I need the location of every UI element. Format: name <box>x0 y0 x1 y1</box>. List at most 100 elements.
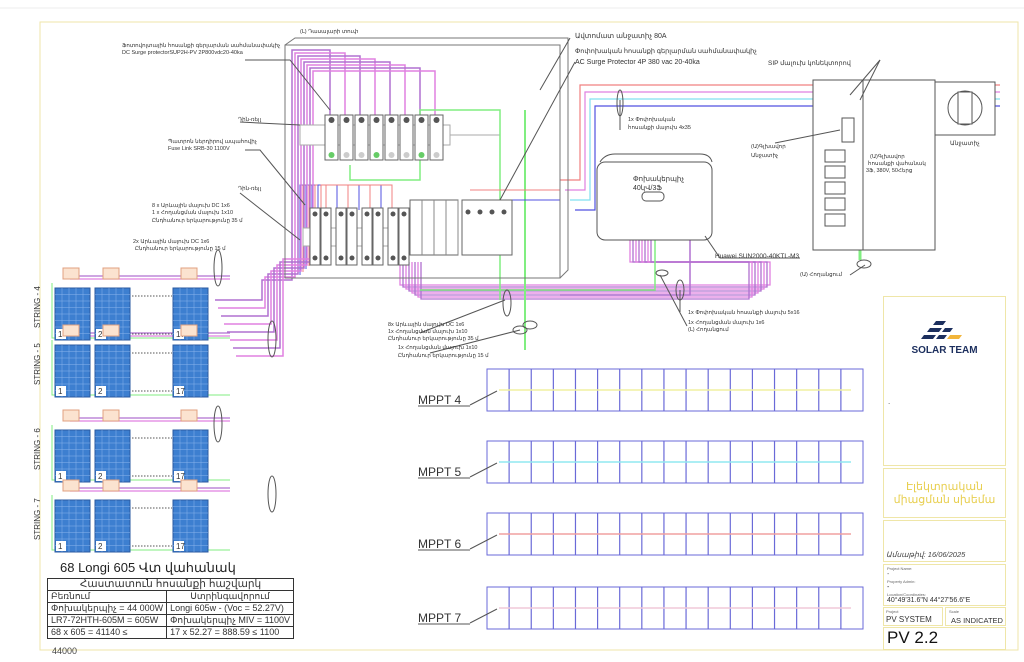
panel-number: 1 <box>58 330 63 339</box>
wire <box>218 52 346 309</box>
terminal-icon <box>364 211 370 217</box>
terminal-icon <box>349 211 355 217</box>
annotation-inverter-model: Huawei SUN2000-40KTL-M3 <box>715 253 800 260</box>
terminal-icon <box>403 152 410 158</box>
annotation-cable-c2: 1x Հողանցման մալուխ 1x10 <box>388 328 468 335</box>
dc-surge-protector <box>414 114 429 161</box>
combiner-box <box>284 37 569 279</box>
annotation-ac-spd: Փոփոխական հոսանքի գերլարման սահմանափակիչ <box>575 47 757 55</box>
wire <box>565 91 1000 191</box>
cable-bundle-marker <box>522 320 538 330</box>
wire <box>227 61 391 333</box>
leader-line <box>469 608 498 624</box>
wire <box>51 495 230 551</box>
terminal-icon <box>349 255 355 261</box>
terminal-icon <box>418 152 425 158</box>
optimizer-icon <box>102 479 120 492</box>
wire <box>417 240 753 298</box>
annotation-ac-spd-model: AC Surge Protector 4P 380 vac 20-40ka <box>575 59 700 66</box>
annotation-cable-a3: Ընդհանուր երկարությունը 35 մ <box>152 217 243 224</box>
leader-line <box>469 534 498 550</box>
inverter <box>596 153 713 241</box>
string-label: STRING - 7 <box>33 498 42 540</box>
optimizer-icon <box>180 409 198 422</box>
annotation-din-rail-2: Դին-ռեյլ <box>238 185 261 192</box>
leader-line <box>469 390 498 406</box>
mppt-row: MPPT 6 <box>418 512 864 556</box>
terminal-icon <box>501 209 507 215</box>
optimizer-icon <box>62 267 80 280</box>
coordinates: 40°49'31.6"N 44°27'56.6"E <box>887 597 971 604</box>
fuse-holder <box>361 207 373 266</box>
terminal-icon <box>323 211 329 217</box>
dc-surge-protector <box>399 114 414 161</box>
cable-bundle-marker <box>267 320 277 358</box>
wire <box>408 240 762 292</box>
branch-breaker <box>824 149 846 163</box>
string-label: STRING - 6 <box>33 428 42 470</box>
optimizer-icon <box>62 324 80 337</box>
branch-breaker <box>824 181 846 195</box>
label: Project Name: <box>887 566 913 571</box>
mppt-row: MPPT 4 <box>418 368 864 412</box>
terminal-icon <box>373 117 380 123</box>
fuse-holder <box>320 207 332 266</box>
label: Location/Coordinates: <box>887 592 926 597</box>
wire <box>560 240 691 296</box>
annotation-cable-a1: 8 x Արևային մալուխ DC 1x6 <box>152 202 230 209</box>
panel-number-box <box>174 541 184 551</box>
mppt-frame <box>486 440 864 484</box>
calc-cell: LR7-72HTH-605M = 605W <box>46 614 168 627</box>
branch-breaker <box>824 213 846 227</box>
optimizer-icon <box>102 409 120 422</box>
wire <box>414 240 756 296</box>
terminal-icon <box>477 209 483 215</box>
terminal-icon <box>388 152 395 158</box>
annotation-cable-f1: 1x Հողանցման մալուխ 1x6 <box>688 319 764 326</box>
fuse-holder <box>309 207 321 266</box>
annotation-cable-b1: 2x Արևային մալուխ DC 1x6 <box>133 238 209 245</box>
cable-bundle-marker <box>502 289 512 317</box>
panel-number: 17 <box>176 472 185 481</box>
calc-cell: Longi 605w - (Voc = 52.27V) <box>166 602 295 615</box>
label: Project <box>886 609 899 614</box>
solar-team-logo-icon <box>921 321 962 339</box>
terminal-icon <box>328 117 335 123</box>
annotation-cable-a2: 1 x Հողանցման մալուխ 1x10 <box>152 209 233 216</box>
annotation-inverter-2: 40կՎ/3Ֆ <box>633 184 662 192</box>
wire <box>399 240 771 286</box>
panel-number: 2 <box>98 330 103 339</box>
calc-cell: 68 x 605 = 41140 ≤ <box>46 626 168 639</box>
calc-col1: Բեռնում <box>46 590 168 603</box>
wire <box>221 55 361 317</box>
fuse-holder <box>335 207 347 266</box>
terminal-icon <box>433 152 440 158</box>
annotation-panel-1: (Ա)Գլխավոր <box>870 153 905 160</box>
wire <box>575 105 1000 211</box>
annotation-ac-cable-2: հոսանքի մալուխ 4x35 <box>628 124 691 131</box>
terminal-icon <box>375 255 381 261</box>
string-label: STRING - 5 <box>33 343 42 385</box>
wire <box>51 283 230 339</box>
annotation-cable-f2: (Լ) Հողանցում <box>688 326 729 333</box>
note: . <box>888 397 891 406</box>
annotation-sip: SIP մալուխ կոնեկտորով <box>768 59 852 67</box>
drawing-title-line: միացման սխեմա <box>893 494 996 506</box>
optimizer-icon <box>180 479 198 492</box>
fuse-holder <box>398 207 410 266</box>
annotation-inverter-1: Փոխակերպիչ <box>633 175 684 183</box>
fuse-holder <box>372 207 384 266</box>
annotation-cable-d1: 1x Հողանցման մալուխ 1x10 <box>398 344 478 351</box>
terminal-icon <box>390 211 396 217</box>
calc-tail: 44000 <box>52 646 78 656</box>
wire <box>570 98 1000 201</box>
string-label: STRING - 4 <box>33 286 42 328</box>
logo-text: SOLAR TEAM <box>911 345 978 356</box>
date-box: Ամսաթիվ: 16/06/2025 <box>883 520 1006 562</box>
drawing-title-line: Էլեկտրական <box>905 481 984 493</box>
devices <box>299 89 872 335</box>
